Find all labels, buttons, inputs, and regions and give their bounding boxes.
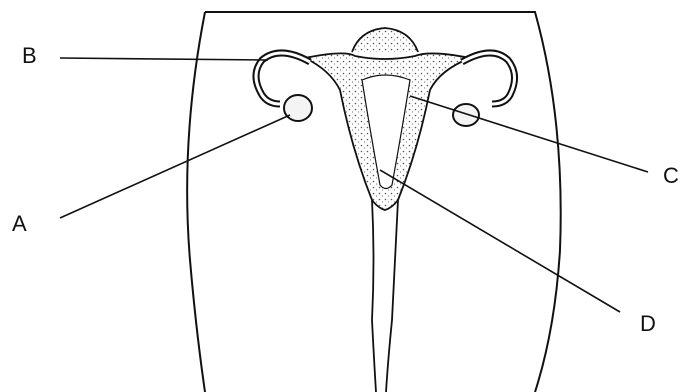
leader-line-b	[60, 58, 268, 60]
label-d: D	[640, 313, 656, 335]
leader-line-d	[380, 170, 620, 312]
label-b: B	[22, 45, 37, 67]
body-outline-left	[187, 12, 205, 392]
vaginal-canal-right	[386, 200, 398, 392]
uterus-fundus	[352, 28, 418, 52]
ovary-right	[453, 104, 479, 126]
label-a: A	[12, 213, 27, 235]
leader-line-c	[410, 96, 648, 172]
ovary-left	[284, 95, 312, 121]
label-c: C	[663, 165, 679, 187]
vaginal-canal	[372, 200, 376, 392]
leader-line-a	[60, 115, 290, 218]
